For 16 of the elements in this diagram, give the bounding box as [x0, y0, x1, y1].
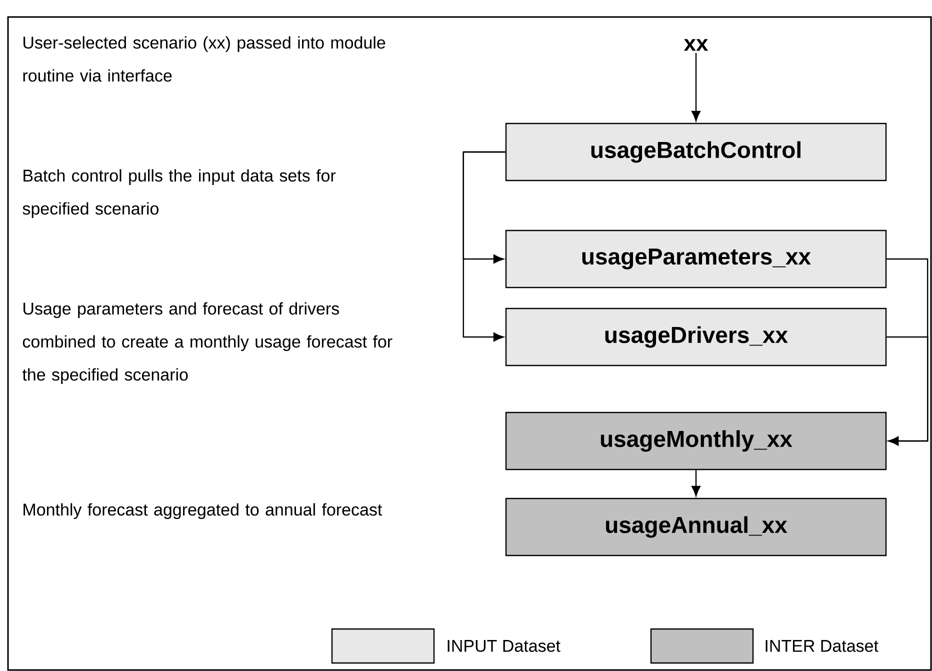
input-label: xx [684, 39, 708, 51]
dataset-box: usageBatchControl [505, 122, 887, 182]
arrow [692, 53, 700, 122]
legend-label: INTER Dataset [766, 640, 878, 652]
note-text: Batch control pulls the input data sets for specified scenario [22, 169, 336, 218]
arrow [462, 151, 506, 342]
dataset-box: usageAnnual_xx [505, 498, 887, 556]
dataset-box: usageDrivers_xx [505, 308, 887, 366]
dataset-box: usageMonthly_xx [505, 412, 887, 470]
arrow [692, 470, 700, 496]
arrow [886, 336, 928, 446]
dataset-box: usageParameters_xx [505, 230, 887, 288]
legend-label: INPUT Dataset [448, 640, 560, 652]
note-text: User-selected scenario (xx) passed into module routine via interface [23, 36, 386, 82]
note-text: Usage parameters and forecast of drivers combined to create a monthly usage forecast for the specified scenario [22, 302, 392, 384]
note-text: Monthly forecast aggregated to annual forecast [24, 503, 382, 520]
